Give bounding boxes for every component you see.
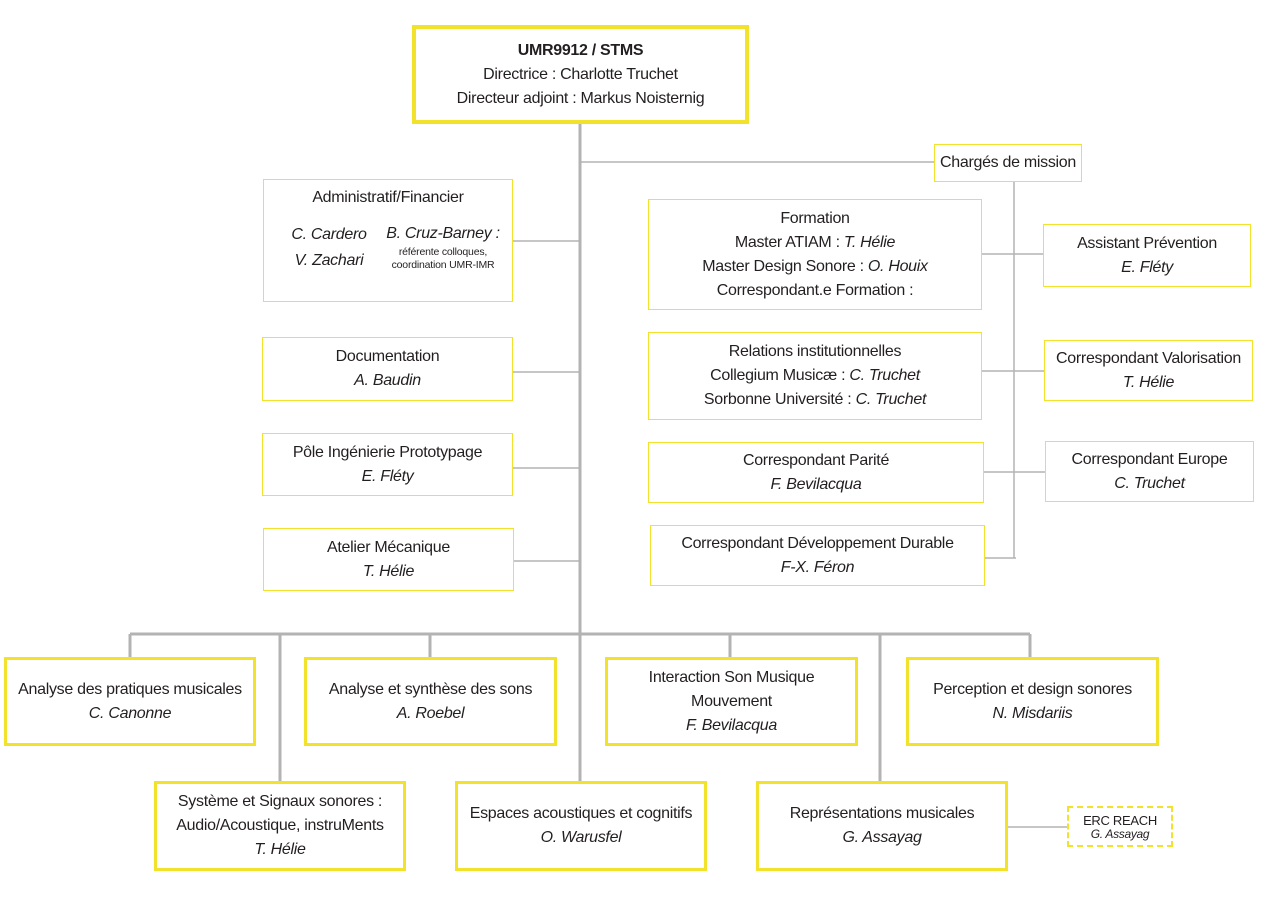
- team-title: Représentations musicales: [789, 805, 975, 822]
- relations-line: Collegium Musicæ : C. Truchet: [710, 367, 920, 384]
- relations-line: Sorbonne Université : C. Truchet: [703, 391, 927, 408]
- team-head-name: G. Assayag: [842, 829, 922, 846]
- unit-head-name: F-X. Féron: [780, 558, 855, 576]
- director-box: UMR9912 / STMS Directrice : Charlotte Tr…: [412, 25, 749, 124]
- unit-title: Correspondant Valorisation: [1056, 349, 1241, 367]
- prototyping-box: Pôle Ingénierie Prototypage E. Fléty: [262, 433, 513, 496]
- team-box: Analyse et synthèse des sons A. Roebel: [304, 657, 557, 746]
- admin-name: V. Zachari: [294, 252, 364, 269]
- deputy-director-line: Directeur adjoint : Markus Noisternig: [456, 89, 705, 107]
- erc-head-name: G. Assayag: [1090, 826, 1150, 841]
- team-title: Analyse des pratiques musicales: [18, 680, 242, 698]
- unit-title: Correspondant Europe: [1071, 450, 1228, 468]
- formation-box: Formation Master ATIAM : T. Hélie Master…: [648, 199, 982, 310]
- team-title: Espaces acoustiques et cognitifs: [469, 805, 693, 822]
- admin-note: référente colloques,: [398, 246, 488, 258]
- team-box: Perception et design sonores N. Misdarii…: [906, 657, 1159, 746]
- unit-title: Documentation: [335, 348, 440, 365]
- team-box: Analyse des pratiques musicales C. Canon…: [4, 657, 256, 746]
- parity-box: Correspondant Parité F. Bevilacqua: [648, 442, 984, 503]
- erc-title: ERC REACH: [1083, 812, 1157, 828]
- admin-note: coordination UMR-IMR: [391, 259, 495, 271]
- unit-title: Pôle Ingénierie Prototypage: [292, 443, 483, 461]
- team-title: Audio/Acoustique, instruMents: [176, 817, 384, 834]
- team-box: Interaction Son Musique Mouvement F. Bev…: [605, 657, 858, 746]
- unit-head-name: C. Truchet: [1114, 474, 1185, 492]
- unit-title: UMR9912 / STMS: [517, 41, 644, 59]
- relations-title: Relations institutionnelles: [728, 343, 902, 360]
- institutional-relations-box: Relations institutionnelles Collegium Mu…: [648, 332, 982, 420]
- admin-finance-title: Administratif/Financier: [312, 189, 464, 206]
- sustainable-development-box: Correspondant Développement Durable F-X.…: [650, 525, 985, 586]
- formation-title: Formation: [780, 209, 850, 227]
- unit-title: Atelier Mécanique: [327, 538, 450, 556]
- unit-head-name: E. Fléty: [1121, 258, 1173, 276]
- team-title: Système et Signaux sonores :: [177, 793, 383, 810]
- formation-line: Master Design Sonore : O. Houix: [702, 257, 928, 275]
- admin-name: B. Cruz-Barney :: [386, 225, 500, 242]
- team-title: Mouvement: [691, 692, 772, 710]
- unit-head-name: F. Bevilacqua: [770, 475, 862, 493]
- formation-line: Master ATIAM : T. Hélie: [734, 233, 896, 251]
- europe-box: Correspondant Europe C. Truchet: [1045, 441, 1254, 502]
- team-box: Espaces acoustiques et cognitifs O. Waru…: [455, 781, 707, 871]
- team-title: Analyse et synthèse des sons: [328, 680, 533, 698]
- documentation-box: Documentation A. Baudin: [262, 337, 513, 401]
- unit-head-name: A. Baudin: [354, 372, 421, 389]
- prevention-assistant-box: Assistant Prévention E. Fléty: [1043, 224, 1251, 287]
- team-head-name: A. Roebel: [396, 704, 465, 722]
- director-line: Directrice : Charlotte Truchet: [483, 65, 678, 83]
- valorisation-box: Correspondant Valorisation T. Hélie: [1044, 340, 1253, 401]
- team-head-name: C. Canonne: [88, 704, 172, 722]
- unit-title: Correspondant Développement Durable: [681, 534, 954, 552]
- team-box: Système et Signaux sonores : Audio/Acous…: [154, 781, 406, 871]
- unit-title: Correspondant Parité: [742, 451, 890, 469]
- missions-header-box: Chargés de mission: [934, 144, 1082, 182]
- admin-name: C. Cardero: [291, 226, 367, 243]
- team-head-name: N. Misdariis: [992, 704, 1073, 722]
- team-title: Perception et design sonores: [933, 680, 1132, 698]
- unit-head-name: E. Fléty: [361, 467, 414, 485]
- team-box: Représentations musicales G. Assayag: [756, 781, 1008, 871]
- mechanical-workshop-box: Atelier Mécanique T. Hélie: [263, 528, 514, 591]
- team-head-name: T. Hélie: [254, 841, 306, 858]
- team-head-name: F. Bevilacqua: [686, 716, 777, 734]
- formation-line: Correspondant.e Formation :: [716, 281, 914, 299]
- unit-title: Assistant Prévention: [1077, 234, 1217, 252]
- erc-reach-box: ERC REACH G. Assayag: [1067, 806, 1173, 847]
- team-title: Interaction Son Musique: [648, 668, 815, 686]
- team-head-name: O. Warusfel: [540, 829, 622, 846]
- admin-finance-box: Administratif/Financier C. Cardero V. Za…: [263, 179, 513, 302]
- unit-head-name: T. Hélie: [1122, 373, 1175, 391]
- missions-label: Chargés de mission: [940, 154, 1076, 171]
- unit-head-name: T. Hélie: [362, 562, 415, 580]
